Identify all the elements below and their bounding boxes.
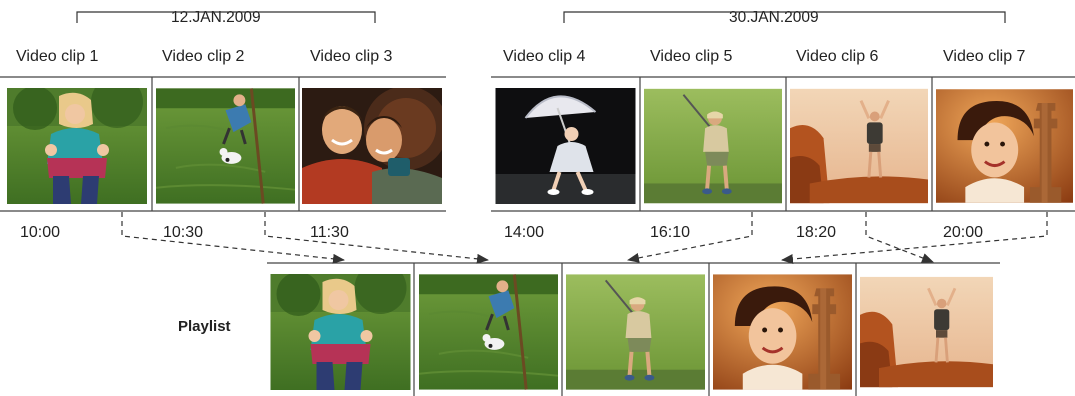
clip-4-thumbnail	[496, 88, 636, 204]
clip-7-time: 20:00	[943, 224, 984, 241]
playlist-item-5-thumbnail	[860, 275, 993, 389]
clip-1-label: Video clip 1	[16, 48, 99, 65]
clip-6-time: 18:20	[796, 224, 837, 241]
clip-7-thumbnail	[936, 88, 1073, 204]
arrow-clip5-to-playlist-3	[627, 212, 753, 263]
arrow-clip2-to-playlist-2	[264, 212, 489, 264]
clip-6-label: Video clip 6	[796, 48, 879, 65]
clip-2-thumbnail	[156, 88, 295, 204]
clip-3-label: Video clip 3	[310, 48, 393, 65]
clip-5-label: Video clip 5	[650, 48, 733, 65]
playlist-item-3-thumbnail	[566, 274, 705, 390]
clip-3-thumbnail	[302, 88, 442, 204]
clip-3-time: 11:30	[310, 224, 349, 241]
clip-4-time: 14:00	[504, 224, 545, 241]
clip-6-thumbnail	[790, 88, 928, 204]
clip-1-time: 10:00	[20, 224, 61, 241]
clip-1-thumbnail	[7, 88, 147, 204]
arrow-clip7-to-playlist-4	[781, 212, 1048, 264]
playlist-item-2-thumbnail	[419, 274, 558, 390]
group-2-date: 30.JAN.2009	[723, 9, 825, 27]
clip-2-time: 10:30	[163, 224, 204, 241]
playlist-item-1-thumbnail	[270, 274, 411, 390]
arrow-clip1-to-playlist-1	[121, 212, 345, 264]
date-bracket-group-1	[76, 11, 376, 23]
group-1-date: 12.JAN.2009	[165, 9, 267, 27]
playlist-frame	[267, 262, 1000, 396]
clip-4-label: Video clip 4	[503, 48, 586, 65]
clip-5-thumbnail	[644, 88, 782, 204]
date-bracket-group-2	[563, 11, 1006, 23]
clip-5-time: 16:10	[650, 224, 691, 241]
top-row-frame	[0, 76, 1075, 212]
playlist-item-4-thumbnail	[713, 274, 852, 390]
clip-2-label: Video clip 2	[162, 48, 245, 65]
clip-7-label: Video clip 7	[943, 48, 1026, 65]
arrow-clip6-to-playlist-5	[865, 212, 934, 263]
playlist-label: Playlist	[178, 318, 231, 335]
